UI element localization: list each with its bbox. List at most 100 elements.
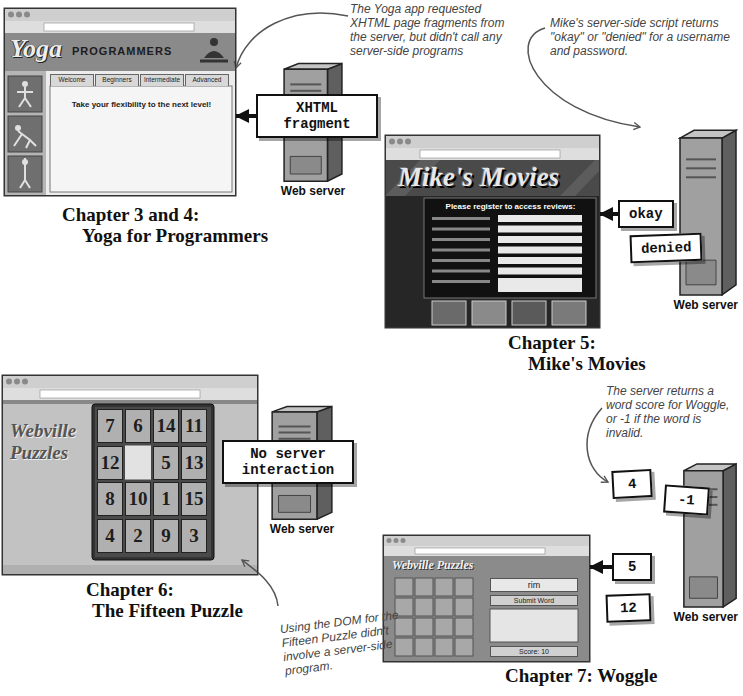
woggle-browser-art <box>383 535 590 546</box>
puzzle-tile: 4 <box>97 519 123 553</box>
tile-number: 6 <box>133 416 143 436</box>
browser-window: Mike's MoviesPlease register to access r… <box>385 135 600 328</box>
movies-browser-art <box>498 226 582 233</box>
woggle-browser-art <box>455 598 473 616</box>
yoga-browser-art <box>16 12 22 18</box>
response-box: 5 <box>612 553 652 581</box>
logo-text: Yoga <box>10 34 62 64</box>
yoga-browser-art <box>4 8 236 21</box>
puzzle-tile: 1 <box>153 482 179 516</box>
server-vent <box>290 156 321 174</box>
browser-window: YogaPROGRAMMERSWelcomeBeginnersIntermedi… <box>4 8 236 196</box>
movies-browser-art <box>385 135 600 148</box>
button-label: Submit Word <box>490 595 578 606</box>
server-slot <box>689 488 717 490</box>
yoga-browser-art <box>24 12 30 18</box>
woggle-browser-art <box>435 578 453 596</box>
movies-browser-art <box>432 280 490 283</box>
chapter-caption: Chapter 6: <box>86 579 174 601</box>
server-vent <box>686 260 716 285</box>
handwritten-note: Mike's server-side script returns "okay"… <box>550 16 736 58</box>
yoga-browser-art <box>210 38 218 46</box>
movies-browser-art <box>498 268 582 275</box>
movies-browser-art <box>432 249 490 252</box>
woggle-browser-art <box>415 598 433 616</box>
server-top <box>284 64 342 70</box>
server-slot <box>686 176 716 178</box>
puzzle-tile: 15 <box>181 482 207 516</box>
yoga-browser-art <box>14 131 36 148</box>
movies-browser-art <box>397 139 403 145</box>
server-side <box>722 130 736 295</box>
server-slot <box>689 504 717 506</box>
yoga-browser-art <box>17 87 33 107</box>
server-slot <box>279 438 311 440</box>
handwritten-note: The Yoga app requested XHTML page fragme… <box>350 2 515 58</box>
leader-line <box>242 560 278 606</box>
yoga-browser-art <box>200 60 228 63</box>
movies-browser-art <box>432 301 466 325</box>
woggle-browser-art <box>387 538 392 543</box>
handwritten-note: Using the DOM for the Fifteen Puzzle did… <box>279 606 420 678</box>
chapter-caption: Chapter 5: <box>508 332 596 354</box>
tagline: Take your flexibility to the next level! <box>54 100 229 110</box>
response-box: 4 <box>611 469 653 499</box>
yoga-browser-art <box>8 156 42 192</box>
yoga-browser-art <box>20 158 30 188</box>
server-top <box>684 464 736 471</box>
tile-number: 9 <box>161 526 171 546</box>
tile-number: 8 <box>105 489 115 509</box>
movies-browser-art <box>472 301 506 325</box>
response-box: 12 <box>606 593 652 623</box>
tile-number: 15 <box>185 489 204 509</box>
yoga-browser-art <box>15 125 21 131</box>
movies-browser-art <box>385 135 600 328</box>
chapter-caption: Mike's Movies <box>528 353 646 375</box>
response-text: 5 <box>628 559 636 575</box>
woggle-browser-art <box>401 538 406 543</box>
server-slot <box>689 496 717 498</box>
fifteen-browser-art <box>92 404 214 560</box>
response-text: denied <box>641 239 692 257</box>
movies-browser-art <box>498 236 582 243</box>
server-vent <box>279 495 311 512</box>
server-top <box>680 130 736 138</box>
movies-browser-art <box>405 139 411 145</box>
server-slot <box>686 167 716 169</box>
movies-browser-art <box>498 257 582 264</box>
response-text: 12 <box>620 600 637 617</box>
tile-number: 7 <box>105 416 115 436</box>
movies-browser-art <box>389 139 395 145</box>
tile-number: 3 <box>189 526 199 546</box>
yoga-browser-art <box>4 8 236 196</box>
fifteen-browser-art <box>22 379 28 385</box>
movies-browser-art <box>432 238 490 241</box>
fifteen-browser-art <box>14 379 20 385</box>
puzzle-tile: 10 <box>125 482 151 516</box>
yoga-browser-art <box>204 51 224 58</box>
movies-browser-art <box>420 150 560 158</box>
puzzle-tile: 8 <box>97 482 123 516</box>
puzzle-tile: 2 <box>125 519 151 553</box>
movies-browser-art <box>432 259 490 262</box>
server-front <box>680 138 722 295</box>
connector-arrow <box>600 212 618 216</box>
yoga-browser-art <box>8 12 14 18</box>
response-text: okay <box>629 206 663 222</box>
fifteen-browser-art <box>6 379 12 385</box>
response-text: 4 <box>628 476 637 492</box>
server-label: Web server <box>674 610 738 625</box>
woggle-browser-art <box>455 638 473 656</box>
tile-number: 10 <box>129 489 148 509</box>
puzzle-tile: 5 <box>153 446 179 480</box>
yoga-browser-art <box>50 86 232 192</box>
tile-number: 11 <box>185 416 203 436</box>
movies-browser-art <box>385 148 600 160</box>
movies-browser-art <box>432 270 490 273</box>
tab-label: Beginners <box>95 74 139 86</box>
server-label: Web server <box>674 298 738 313</box>
movies-browser-art <box>498 215 582 222</box>
movies-browser-art <box>424 198 596 298</box>
server-slot <box>279 432 311 434</box>
tile-number: 2 <box>133 526 143 546</box>
